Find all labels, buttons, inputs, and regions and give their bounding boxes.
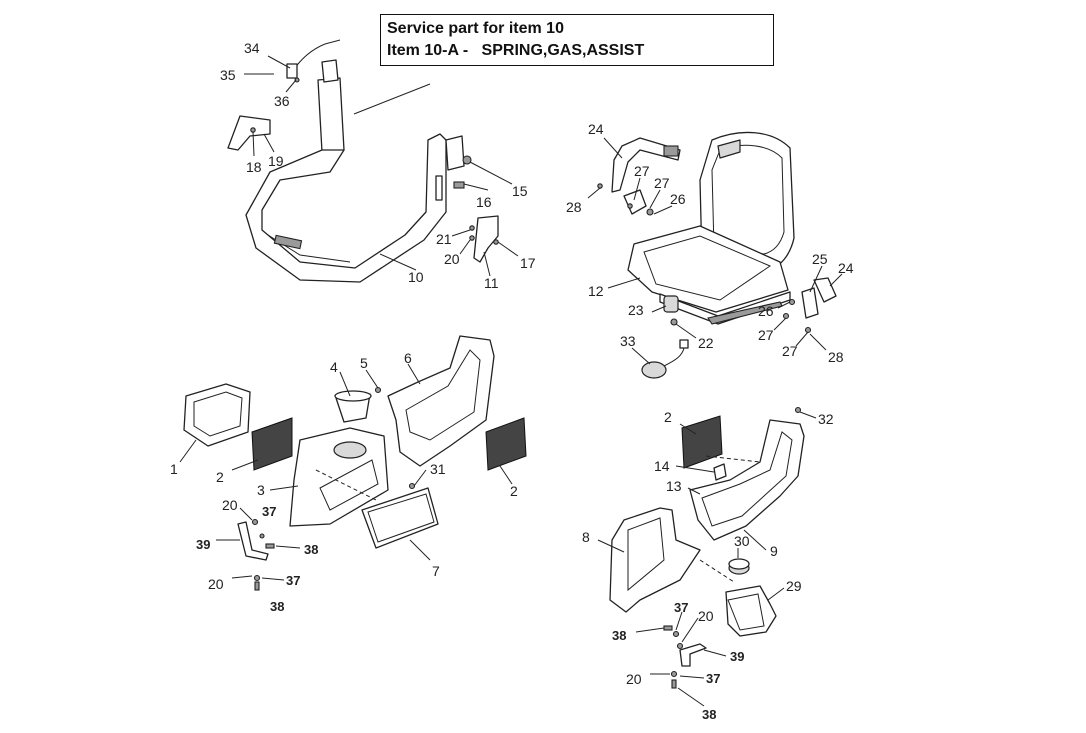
label-28b: 28 — [828, 349, 844, 365]
label-27b: 27 — [654, 175, 670, 191]
label-24: 24 — [588, 121, 604, 137]
label-37: 37 — [262, 504, 276, 519]
seat-group — [597, 131, 837, 379]
part-8-cover — [609, 507, 701, 613]
label-32: 32 — [818, 411, 834, 427]
callout-title: Service part for item 10 — [387, 20, 564, 37]
label-38: 38 — [304, 542, 318, 557]
label-38c: 38 — [612, 628, 626, 643]
label-29: 29 — [786, 578, 802, 594]
label-35: 35 — [220, 67, 236, 83]
label-14: 14 — [654, 458, 670, 474]
label-2c: 2 — [664, 409, 672, 425]
callout-subtitle: Item 10-A - SPRING,GAS,ASSIST — [387, 42, 645, 59]
label-28: 28 — [566, 199, 582, 215]
part-10-frame — [245, 133, 447, 283]
label-9: 9 — [770, 543, 778, 559]
label-8: 8 — [582, 529, 590, 545]
label-20c: 20 — [208, 576, 224, 592]
label-33: 33 — [620, 333, 636, 349]
part-33-sensor — [641, 361, 667, 379]
label-18: 18 — [246, 159, 262, 175]
label-37b: 37 — [286, 573, 300, 588]
part-16-hinge — [445, 135, 465, 171]
label-20: 20 — [444, 251, 460, 267]
label-23: 23 — [628, 302, 644, 318]
label-1: 1 — [170, 461, 178, 477]
label-26: 26 — [670, 191, 686, 207]
label-27d: 27 — [782, 343, 798, 359]
label-37d: 37 — [706, 671, 720, 686]
console-right-group — [609, 406, 805, 689]
label-37c: 37 — [674, 600, 688, 615]
part-2-filter-right — [485, 417, 527, 471]
label-39b: 39 — [730, 649, 744, 664]
part-10-sleeve — [321, 59, 339, 83]
label-13: 13 — [666, 478, 682, 494]
label-27: 27 — [634, 163, 650, 179]
label-27c: 27 — [758, 327, 774, 343]
label-5: 5 — [360, 355, 368, 371]
part-7-gasket — [361, 487, 439, 549]
label-17: 17 — [520, 255, 536, 271]
part-12-cushion — [627, 225, 789, 313]
part-19-bracket — [227, 115, 271, 151]
label-24b: 24 — [838, 260, 854, 276]
part-39-bracket-br — [679, 643, 707, 667]
label-3: 3 — [257, 482, 265, 498]
label-10: 10 — [408, 269, 424, 285]
part-14-knob — [713, 463, 727, 481]
label-19: 19 — [268, 153, 284, 169]
label-16: 16 — [476, 194, 492, 210]
service-callout-box: Service part for item 10 Item 10-A - SPR… — [380, 14, 774, 66]
label-12: 12 — [588, 283, 604, 299]
part-10-post — [317, 77, 345, 153]
part-23-switch — [663, 295, 679, 313]
part-24-seatbelt — [611, 137, 681, 193]
label-6: 6 — [404, 350, 412, 366]
label-20e: 20 — [626, 671, 642, 687]
part-9-console — [689, 419, 805, 541]
callout-leader — [353, 83, 431, 115]
label-4: 4 — [330, 359, 338, 375]
label-20b: 20 — [222, 497, 238, 513]
label-2b: 2 — [510, 483, 518, 499]
label-39: 39 — [196, 537, 210, 552]
part-2-filter-br — [681, 415, 723, 469]
label-36: 36 — [274, 93, 290, 109]
label-15: 15 — [512, 183, 528, 199]
part-2-filter — [251, 417, 293, 471]
seat-frame-group — [227, 39, 499, 283]
label-25: 25 — [812, 251, 828, 267]
label-22: 22 — [698, 335, 714, 351]
part-39-bracket — [237, 521, 269, 561]
label-20d: 20 — [698, 608, 714, 624]
label-38d: 38 — [702, 707, 716, 722]
label-2: 2 — [216, 469, 224, 485]
label-38b: 38 — [270, 599, 284, 614]
label-11: 11 — [484, 275, 499, 291]
part-24-buckle — [813, 277, 837, 303]
label-7: 7 — [432, 563, 440, 579]
part-11-bracket — [473, 215, 499, 263]
label-30: 30 — [734, 533, 750, 549]
label-21: 21 — [436, 231, 452, 247]
label-31: 31 — [430, 461, 446, 477]
label-34: 34 — [244, 40, 260, 56]
console-left-group — [183, 335, 527, 591]
callout-numbers: 34 35 36 18 19 16 15 21 20 17 10 11 24 2… — [170, 40, 854, 722]
label-26b: 26 — [758, 303, 774, 319]
